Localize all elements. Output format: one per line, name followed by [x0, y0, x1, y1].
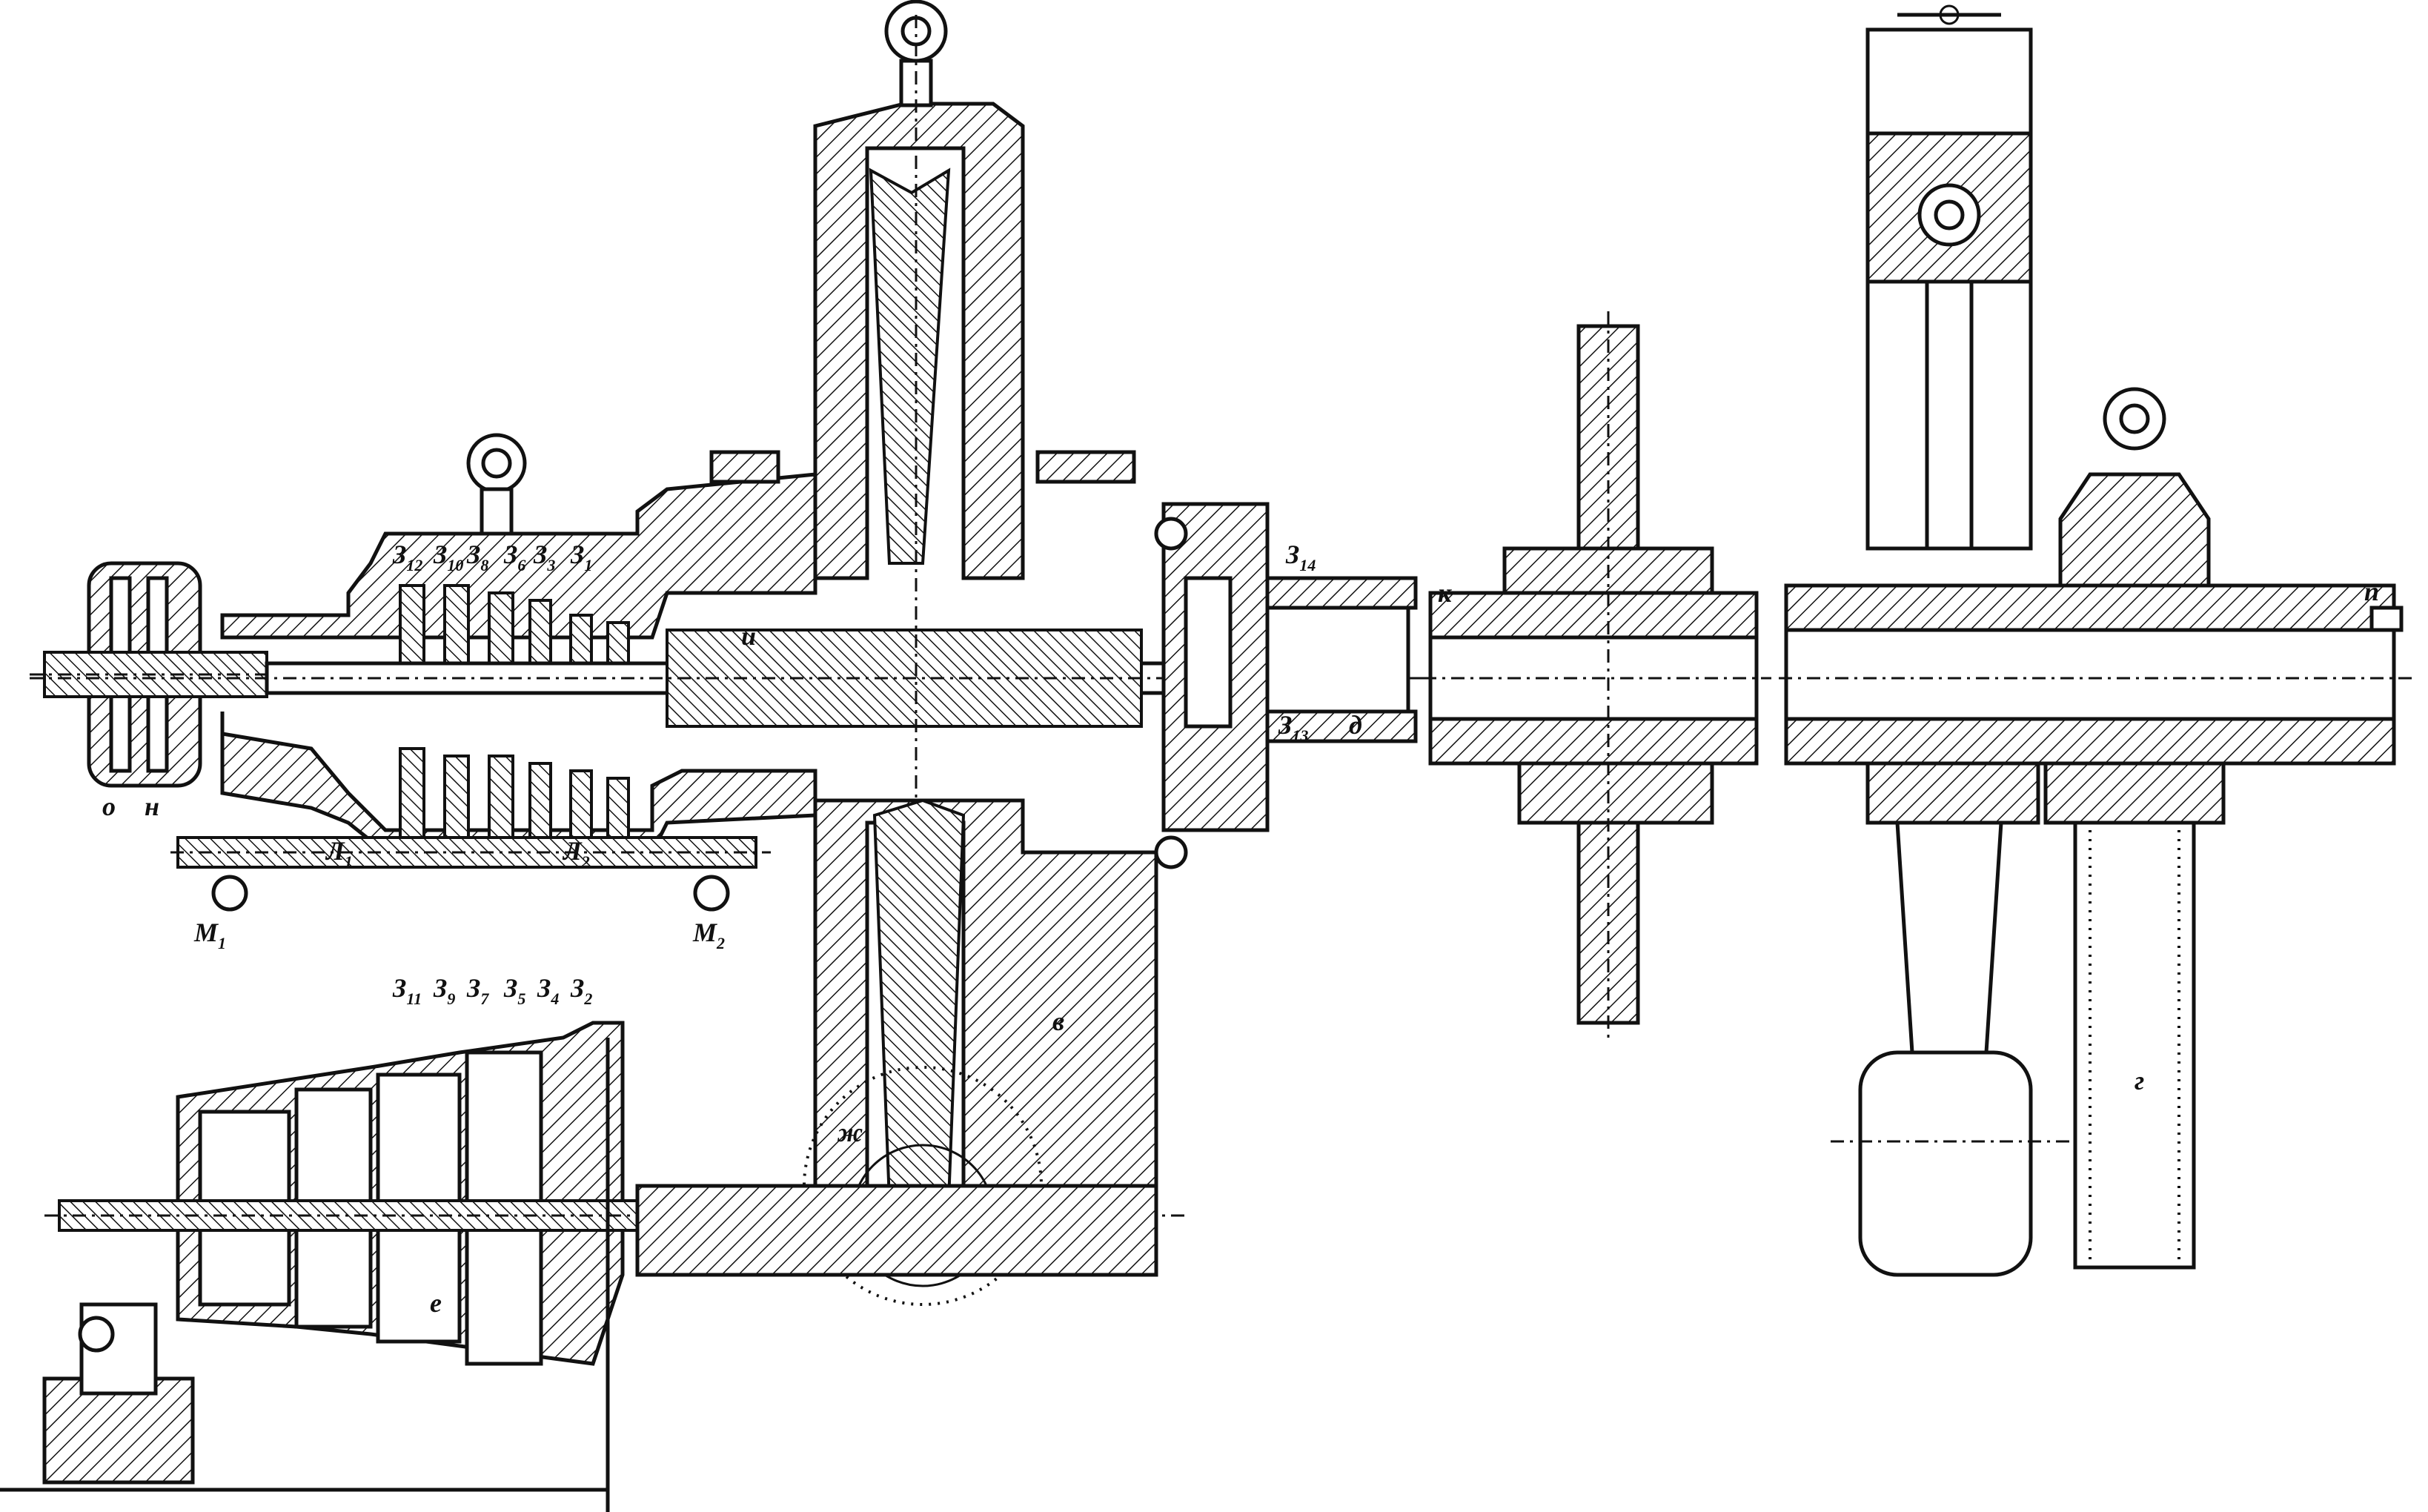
support-stand — [0, 1038, 610, 1512]
label-m1: M1 — [193, 918, 226, 952]
label-n: н — [145, 792, 159, 821]
label-zh: ж — [837, 1118, 863, 1147]
label-z14: З14 — [1285, 540, 1316, 574]
gear-label-top-1: З10 — [433, 540, 463, 574]
gear-label-bottom-2: З7 — [466, 973, 489, 1008]
label-k: к — [1438, 578, 1452, 608]
gear-label-bottom-1: З9 — [433, 973, 455, 1008]
gear-label-bottom-5: З2 — [570, 973, 592, 1008]
label-p: п — [2364, 577, 2379, 606]
gear-label-top-5: З1 — [570, 540, 592, 574]
gear-label-bottom-4: З4 — [537, 973, 559, 1008]
label-e: е — [430, 1288, 442, 1318]
label-d: д — [1349, 710, 1362, 740]
label-m2: M2 — [692, 918, 725, 952]
right-flange — [1154, 502, 1418, 869]
label-l2: Л2 — [562, 836, 590, 871]
label-i: и — [741, 621, 756, 651]
label-v: в — [1052, 1007, 1064, 1036]
label-z13: З13 — [1278, 710, 1308, 745]
cone-pulley — [44, 1021, 1186, 1366]
gear-label-top-4: З3 — [533, 540, 555, 574]
middle-section — [1423, 311, 1771, 1038]
gearbox-housing — [220, 433, 1136, 855]
gear-stack-lower — [399, 747, 630, 846]
part-labels: о н M1 M2 Л1 Л2 и в д е ж г к п З13 З14 — [102, 540, 2379, 1318]
label-l1: Л1 — [325, 836, 353, 871]
gear-label-bottom-0: З11 — [392, 973, 422, 1008]
lower-shaft — [170, 836, 771, 912]
label-o: о — [102, 792, 116, 821]
label-g: г — [2135, 1066, 2144, 1095]
upper-flywheel-frame — [813, 0, 1025, 1260]
gear-stack-upper — [399, 584, 630, 676]
gear-labels-bottom: З11 З9 З7 З5 З4 З2 — [392, 973, 592, 1008]
pulley-assembly — [30, 561, 311, 788]
gear-label-bottom-3: З5 — [503, 973, 525, 1008]
gear-label-top-0: З12 — [392, 540, 422, 574]
gear-label-top-3: З6 — [503, 540, 525, 574]
right-section — [1779, 4, 2416, 1277]
gear-label-top-2: З8 — [466, 540, 488, 574]
